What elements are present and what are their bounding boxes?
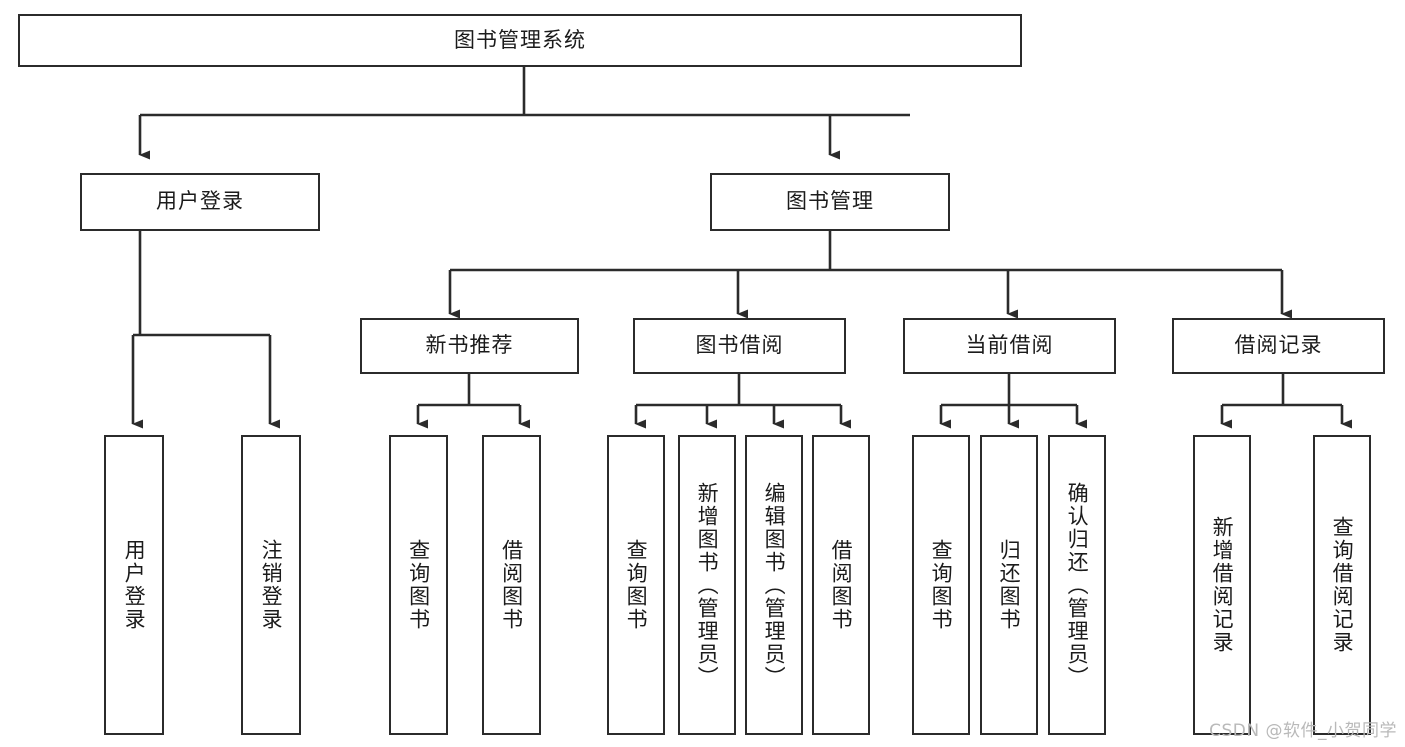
node-label: 归还图书 bbox=[997, 539, 1022, 631]
node-label: 注销登录 bbox=[259, 539, 284, 631]
node-label: 新增借阅记录 bbox=[1210, 516, 1235, 654]
node-label: 图书借阅 bbox=[695, 333, 784, 358]
node-book-management[interactable]: 图书管理 bbox=[710, 173, 950, 231]
leaf-edit-book-admin[interactable]: 编辑图书（管理员） bbox=[745, 435, 803, 735]
node-label: 用户登录 bbox=[156, 189, 244, 214]
node-label: 确认归还（管理员） bbox=[1065, 481, 1090, 689]
leaf-add-borrow-record[interactable]: 新增借阅记录 bbox=[1193, 435, 1251, 735]
node-label: 图书管理 bbox=[786, 189, 874, 214]
node-book-borrow[interactable]: 图书借阅 bbox=[633, 318, 846, 374]
leaf-borrow-book[interactable]: 借阅图书 bbox=[812, 435, 870, 735]
node-current-borrow[interactable]: 当前借阅 bbox=[903, 318, 1116, 374]
node-label: 当前借阅 bbox=[965, 333, 1054, 358]
node-label: 新增图书（管理员） bbox=[695, 481, 720, 689]
leaf-user-login[interactable]: 用户登录 bbox=[104, 435, 164, 735]
node-label: 查询图书 bbox=[624, 539, 649, 631]
csdn-watermark: CSDN @软件_小贺同学 bbox=[1209, 721, 1397, 741]
leaf-return-book[interactable]: 归还图书 bbox=[980, 435, 1038, 735]
leaf-query-book-borrow[interactable]: 查询图书 bbox=[607, 435, 665, 735]
node-label: 借阅图书 bbox=[829, 539, 854, 631]
node-label: 查询图书 bbox=[929, 539, 954, 631]
node-label: 编辑图书（管理员） bbox=[762, 481, 787, 689]
node-borrow-record[interactable]: 借阅记录 bbox=[1172, 318, 1385, 374]
leaf-confirm-return-admin[interactable]: 确认归还（管理员） bbox=[1048, 435, 1106, 735]
leaf-query-borrow-record[interactable]: 查询借阅记录 bbox=[1313, 435, 1371, 735]
node-label: 图书管理系统 bbox=[454, 27, 586, 52]
node-label: 查询借阅记录 bbox=[1330, 516, 1355, 654]
leaf-query-book-recommend[interactable]: 查询图书 bbox=[389, 435, 448, 735]
leaf-add-book-admin[interactable]: 新增图书（管理员） bbox=[678, 435, 736, 735]
node-label: 查询图书 bbox=[406, 539, 431, 631]
leaf-logout[interactable]: 注销登录 bbox=[241, 435, 301, 735]
leaf-borrow-book-recommend[interactable]: 借阅图书 bbox=[482, 435, 541, 735]
node-root-system[interactable]: 图书管理系统 bbox=[18, 14, 1022, 67]
node-label: 借阅图书 bbox=[499, 539, 524, 631]
leaf-query-book-current[interactable]: 查询图书 bbox=[912, 435, 970, 735]
node-label: 用户登录 bbox=[122, 539, 147, 631]
node-new-book-recommend[interactable]: 新书推荐 bbox=[360, 318, 579, 374]
node-label: 借阅记录 bbox=[1234, 333, 1323, 358]
node-user-login[interactable]: 用户登录 bbox=[80, 173, 320, 231]
node-label: 新书推荐 bbox=[425, 333, 514, 358]
